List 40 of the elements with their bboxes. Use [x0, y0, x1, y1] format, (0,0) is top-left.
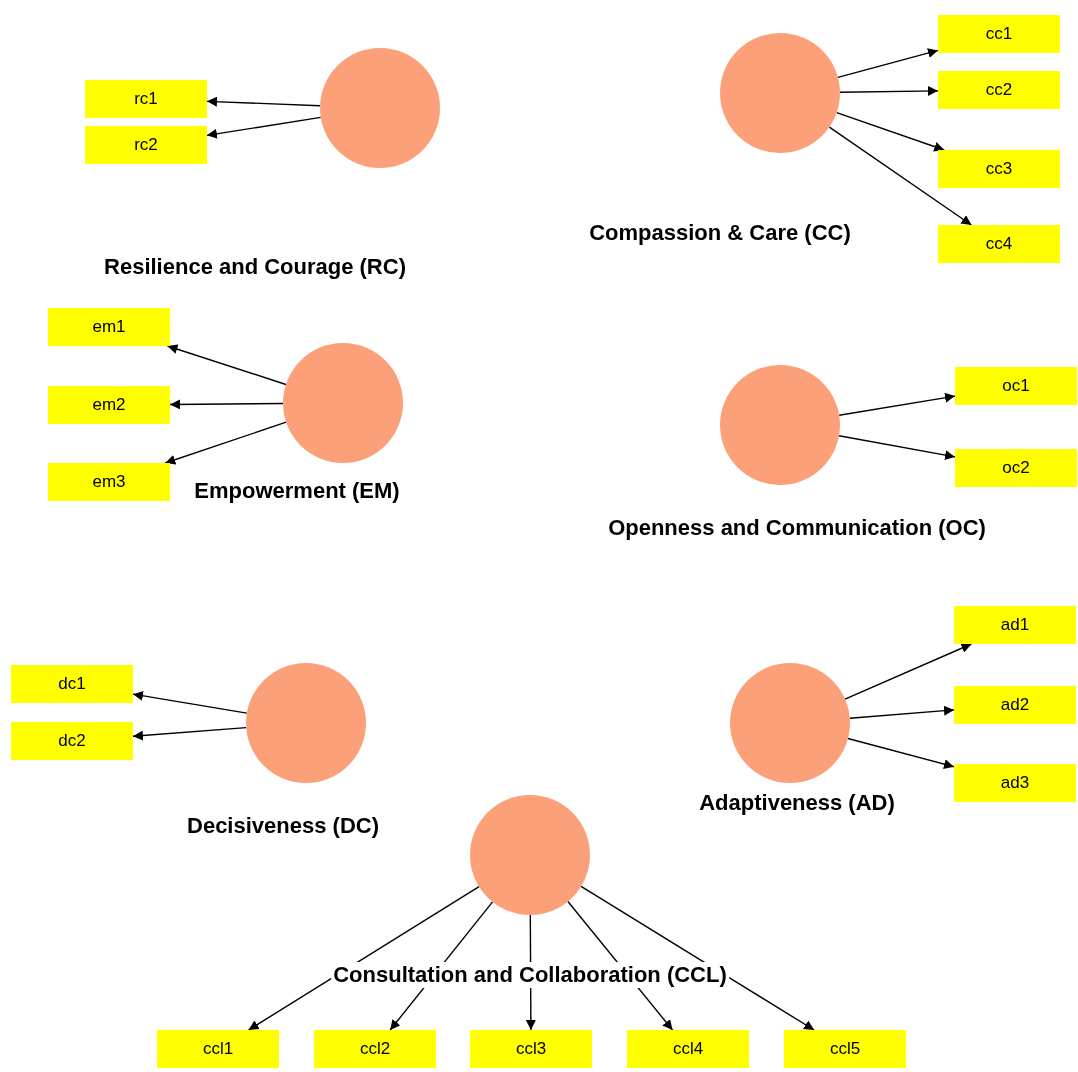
- indicator-box: ccl3: [470, 1030, 592, 1068]
- arrow: [838, 392, 956, 416]
- indicator-box: rc2: [85, 126, 207, 164]
- arrow: [847, 737, 955, 769]
- arrow: [132, 726, 247, 741]
- arrow: [844, 643, 973, 700]
- indicator-box: oc2: [955, 449, 1077, 487]
- indicator-box: em3: [48, 463, 170, 501]
- indicator-box: oc1: [955, 367, 1077, 405]
- indicator-box: ad3: [954, 764, 1076, 802]
- arrow: [849, 705, 955, 719]
- indicator-box: ccl2: [314, 1030, 436, 1068]
- arrow: [166, 344, 287, 386]
- indicator-box: cc4: [938, 225, 1060, 263]
- arrow: [580, 885, 815, 1031]
- indicator-box: ccl4: [627, 1030, 749, 1068]
- arrow: [838, 435, 956, 460]
- arrow: [169, 399, 284, 410]
- arrow: [132, 690, 248, 714]
- indicator-box: cc3: [938, 150, 1060, 188]
- indicator-box: cc1: [938, 15, 1060, 53]
- arrow: [247, 885, 480, 1031]
- indicator-box: ccl1: [157, 1030, 279, 1068]
- indicator-box: em1: [48, 308, 170, 346]
- arrow: [835, 111, 945, 152]
- arrow: [839, 85, 939, 96]
- arrow: [206, 116, 322, 139]
- indicator-box: em2: [48, 386, 170, 424]
- arrow: [206, 96, 321, 107]
- indicator-box: ccl5: [784, 1030, 906, 1068]
- arrow: [164, 421, 287, 465]
- indicator-box: dc1: [11, 665, 133, 703]
- indicator-box: rc1: [85, 80, 207, 118]
- arrow: [828, 126, 973, 226]
- indicator-box: ad2: [954, 686, 1076, 724]
- indicator-box: cc2: [938, 71, 1060, 109]
- arrow: [837, 48, 939, 79]
- construct-label: Consultation and Collaboration (CCL): [331, 962, 729, 988]
- indicator-box: dc2: [11, 722, 133, 760]
- indicator-box: ad1: [954, 606, 1076, 644]
